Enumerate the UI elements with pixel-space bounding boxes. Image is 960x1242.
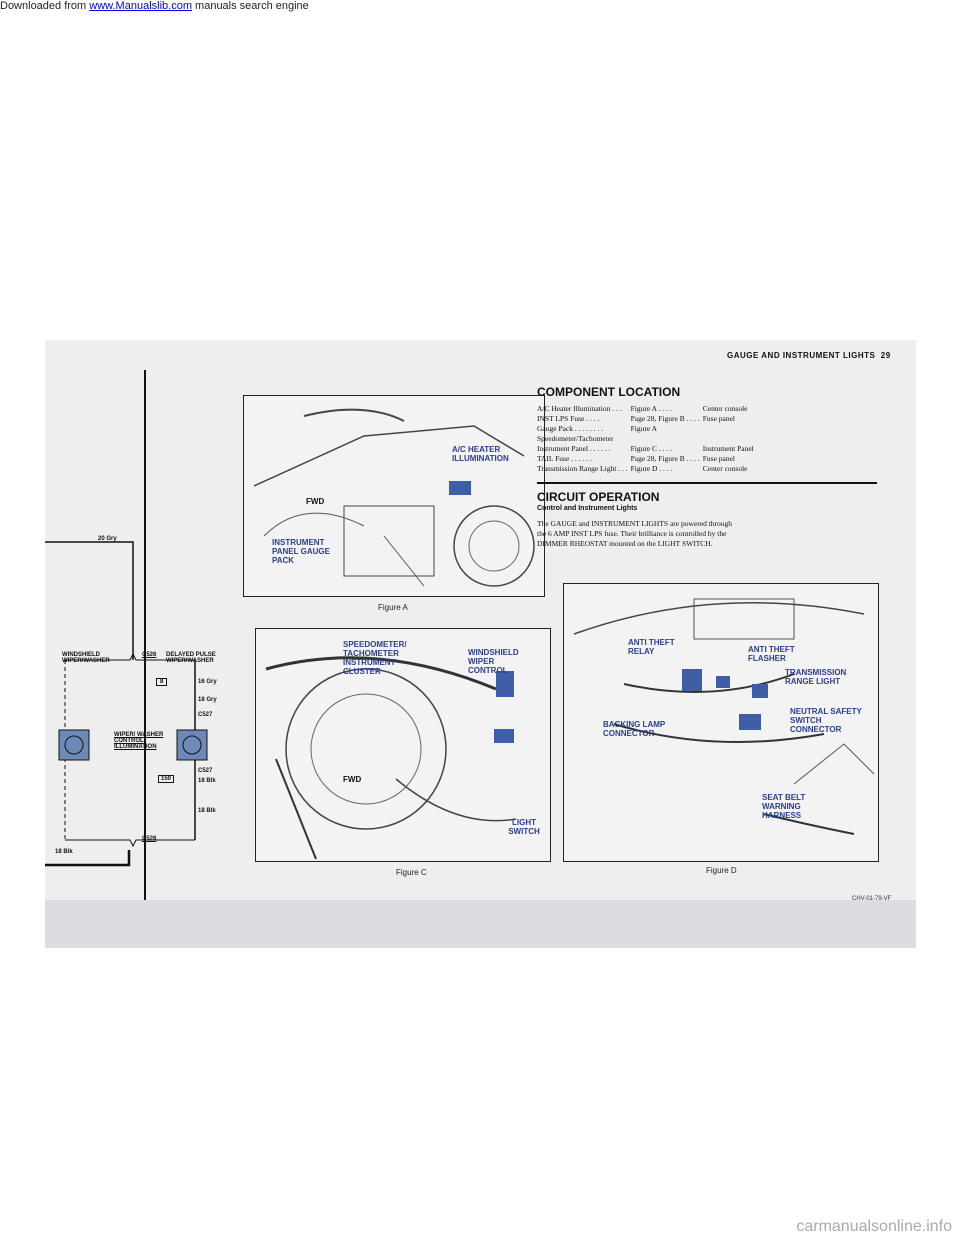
figure-d-flasher-label: ANTI THEFT FLASHER [748,645,795,663]
header-suffix: manuals search engine [191,0,309,12]
component-loc [703,434,757,444]
figure-c-light-label: LIGHT SWITCH [508,818,540,836]
component-row: TAIL Fuse . . . . . . Page 28, Figure B .… [537,454,757,464]
wire-c-label: 18 Blk [198,778,216,784]
component-name: Gauge Pack . . . . . . . . [537,424,604,433]
figure-a-fwd-label: FWD [306,497,325,506]
component-name: Transmission Range Light . . . [537,464,628,473]
switch-label-right: DELAYED PULSE WIPER/WASHER [166,652,216,664]
figure-a-caption: Figure A [378,603,408,612]
center-label: WIPER/ WASHER CONTROL ILLUMINATION [114,732,164,750]
fuse-box-8: 8 [156,678,168,686]
figure-c-caption: Figure C [396,868,427,877]
figure-a-drawing [253,408,535,587]
manualslib-link[interactable]: www.Manualslib.com [89,0,192,12]
component-ref: Figure C . . . . [630,444,673,453]
switch-label-left: WINDSHIELD WIPER/WASHER [62,652,110,664]
figure-d-trans-label: TRANSMISSION RANGE LIGHT [785,668,847,686]
figure-a-ac-label: A/C HEATER ILLUMINATION [452,445,509,463]
component-row: Gauge Pack . . . . . . . . Figure A [537,424,757,434]
component-row: Instrument Panel . . . . . . Figure C . .… [537,444,757,454]
circuit-operation-title: CIRCUIT OPERATION [537,490,660,504]
component-ref: Page 28, Figure B . . . . [630,414,700,423]
page-number: 29 [880,351,891,360]
page-bottom-shadow [45,900,916,948]
component-row: Speedometer/Tachometer [537,434,757,444]
wire-a-label: 16 Gry [198,679,217,685]
connector-bottom-label: C526 [142,836,157,842]
component-name: INST LPS Fuse . . . . [537,414,600,423]
component-name: A/C Heater Illumination . . . [537,404,622,413]
component-name: Instrument Panel . . . . . . [537,444,611,453]
wire-b-label: 18 Gry [198,697,217,703]
wiring-lines [45,370,208,900]
component-loc: Instrument Panel [702,444,754,453]
section-rule [537,482,877,484]
component-row: Transmission Range Light . . .Figure D .… [537,464,757,474]
figure-c-speedo-label: SPEEDOMETER/ TACHOMETER INSTRUMENT CLUST… [343,640,407,676]
figure-d-neutral-label: NEUTRAL SAFETY SWITCH CONNECTOR [790,707,862,734]
watermark: carmanualsonline.info [796,1218,952,1235]
connector-top-label: C526 [142,652,157,658]
component-loc: Center console [702,464,748,473]
component-row: INST LPS Fuse . . . . Page 28, Figure B .… [537,414,757,424]
figure-a-panel-label: INSTRUMENT PANEL GAUGE PACK [272,538,330,565]
component-loc: Fuse panel [702,454,736,463]
component-name: TAIL Fuse . . . . . . [537,454,592,463]
circuit-operation-subtitle: Control and Instrument Lights [537,505,638,512]
figure-d-relay-label: ANTI THEFT RELAY [628,638,675,656]
figure-d-illustration [563,583,879,862]
page-code: CHV-01-79-VF [852,896,892,902]
figure-c-fwd-label: FWD [343,775,362,784]
component-location-title: COMPONENT LOCATION [537,385,681,399]
component-name: Speedometer/Tachometer [537,434,614,443]
figure-c-drawing [265,656,517,860]
component-ref: Figure D . . . . [630,464,673,473]
figure-c-illustration [255,628,551,862]
download-header: Downloaded from www.Manualslib.com manua… [0,0,309,12]
figure-d-seat-label: SEAT BELT WARNING HARNESS [762,793,806,820]
running-head-text: GAUGE AND INSTRUMENT LIGHTS [727,351,876,360]
header-prefix: Downloaded from [0,0,90,12]
component-row: A/C Heater Illumination . . . Figure A . … [537,404,757,414]
component-ref: Figure A [630,424,658,433]
component-loc [703,424,757,434]
figure-a-illustration [243,395,545,597]
fuse-box-150: 150 [158,775,175,783]
running-head: GAUGE AND INSTRUMENT LIGHTS 29 [727,351,891,360]
component-ref: Figure A . . . . [630,404,672,413]
wire-d-label: 18 Blk [198,808,216,814]
component-loc: Fuse panel [702,414,736,423]
figure-d-drawing [573,598,875,835]
component-location-table: A/C Heater Illumination . . . Figure A . … [537,404,757,474]
component-loc: Center console [702,404,748,413]
component-ref [631,434,703,444]
figure-c-wiper-label: WINDSHIELD WIPER CONTROL [468,648,519,675]
circuit-operation-text: The GAUGE and INSTRUMENT LIGHTS are powe… [537,519,733,548]
figure-d-caption: Figure D [706,866,737,875]
wire-bottom-label: 18 Blk [55,849,73,855]
component-ref: Page 28, Figure B . . . . [630,454,700,463]
conn-b-label: C527 [198,768,213,774]
wire-top-label: 20 Gry [98,536,117,542]
figure-d-backing-label: BACKING LAMP CONNECTOR [603,720,666,738]
conn-a-label: C527 [198,712,213,718]
